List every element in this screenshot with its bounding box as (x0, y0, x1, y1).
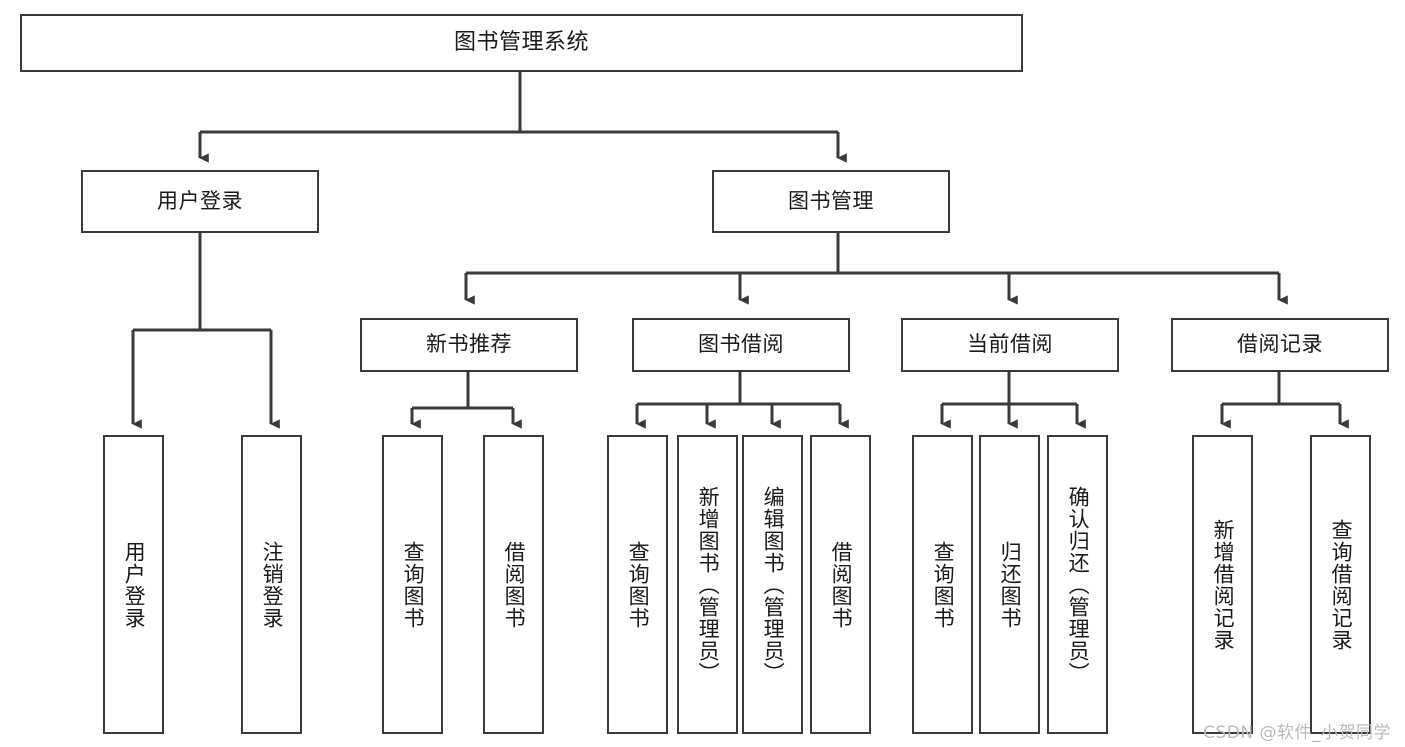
node-leaf-confirm-return[interactable]: 确认归还（管理员） (1047, 435, 1108, 734)
node-leaf-query-book-1[interactable]: 查询图书 (382, 435, 443, 734)
node-label: 确认归还（管理员） (1066, 485, 1091, 684)
node-user-login[interactable]: 用户登录 (81, 170, 319, 233)
node-book-management[interactable]: 图书管理 (712, 170, 950, 233)
node-leaf-logout-login[interactable]: 注销登录 (241, 435, 302, 734)
node-borrow-record[interactable]: 借阅记录 (1171, 318, 1389, 372)
node-leaf-query-book-2[interactable]: 查询图书 (607, 435, 668, 734)
node-label: 用户登录 (157, 188, 243, 213)
node-leaf-edit-book[interactable]: 编辑图书（管理员） (742, 435, 803, 734)
node-label: 查询借阅记录 (1329, 518, 1354, 651)
node-root-book-management-system[interactable]: 图书管理系统 (20, 14, 1023, 72)
node-leaf-borrow-book-2[interactable]: 借阅图书 (810, 435, 871, 734)
node-leaf-add-book[interactable]: 新增图书（管理员） (677, 435, 738, 734)
node-label: 归还图书 (998, 540, 1023, 629)
node-leaf-add-borrow-record[interactable]: 新增借阅记录 (1192, 435, 1253, 734)
node-label: 借阅图书 (829, 540, 854, 629)
csdn-watermark: CSDN @软件_小贺同学 (1203, 723, 1391, 743)
node-label: 图书管理 (788, 188, 874, 213)
node-current-borrow[interactable]: 当前借阅 (901, 318, 1119, 372)
node-label: 注销登录 (260, 540, 285, 629)
node-label: 新书推荐 (426, 332, 512, 357)
node-leaf-return-book[interactable]: 归还图书 (979, 435, 1040, 734)
node-label: 新增借阅记录 (1211, 518, 1236, 651)
node-leaf-borrow-book-1[interactable]: 借阅图书 (483, 435, 544, 734)
node-label: 当前借阅 (967, 332, 1053, 357)
node-label: 编辑图书（管理员） (761, 485, 786, 684)
node-leaf-query-book-3[interactable]: 查询图书 (912, 435, 973, 734)
node-label: 用户登录 (122, 540, 147, 629)
node-label: 图书借阅 (698, 332, 784, 357)
node-label: 图书管理系统 (453, 29, 589, 55)
node-leaf-query-borrow-record[interactable]: 查询借阅记录 (1310, 435, 1371, 734)
node-label: 查询图书 (401, 540, 426, 629)
node-label: 借阅记录 (1237, 332, 1323, 357)
node-leaf-user-login[interactable]: 用户登录 (103, 435, 164, 734)
node-label: 查询图书 (931, 540, 956, 629)
node-label: 新增图书（管理员） (696, 485, 721, 684)
node-label: 借阅图书 (502, 540, 527, 629)
node-book-borrow[interactable]: 图书借阅 (632, 318, 850, 372)
node-label: 查询图书 (626, 540, 651, 629)
node-new-book-recommend[interactable]: 新书推荐 (360, 318, 578, 372)
